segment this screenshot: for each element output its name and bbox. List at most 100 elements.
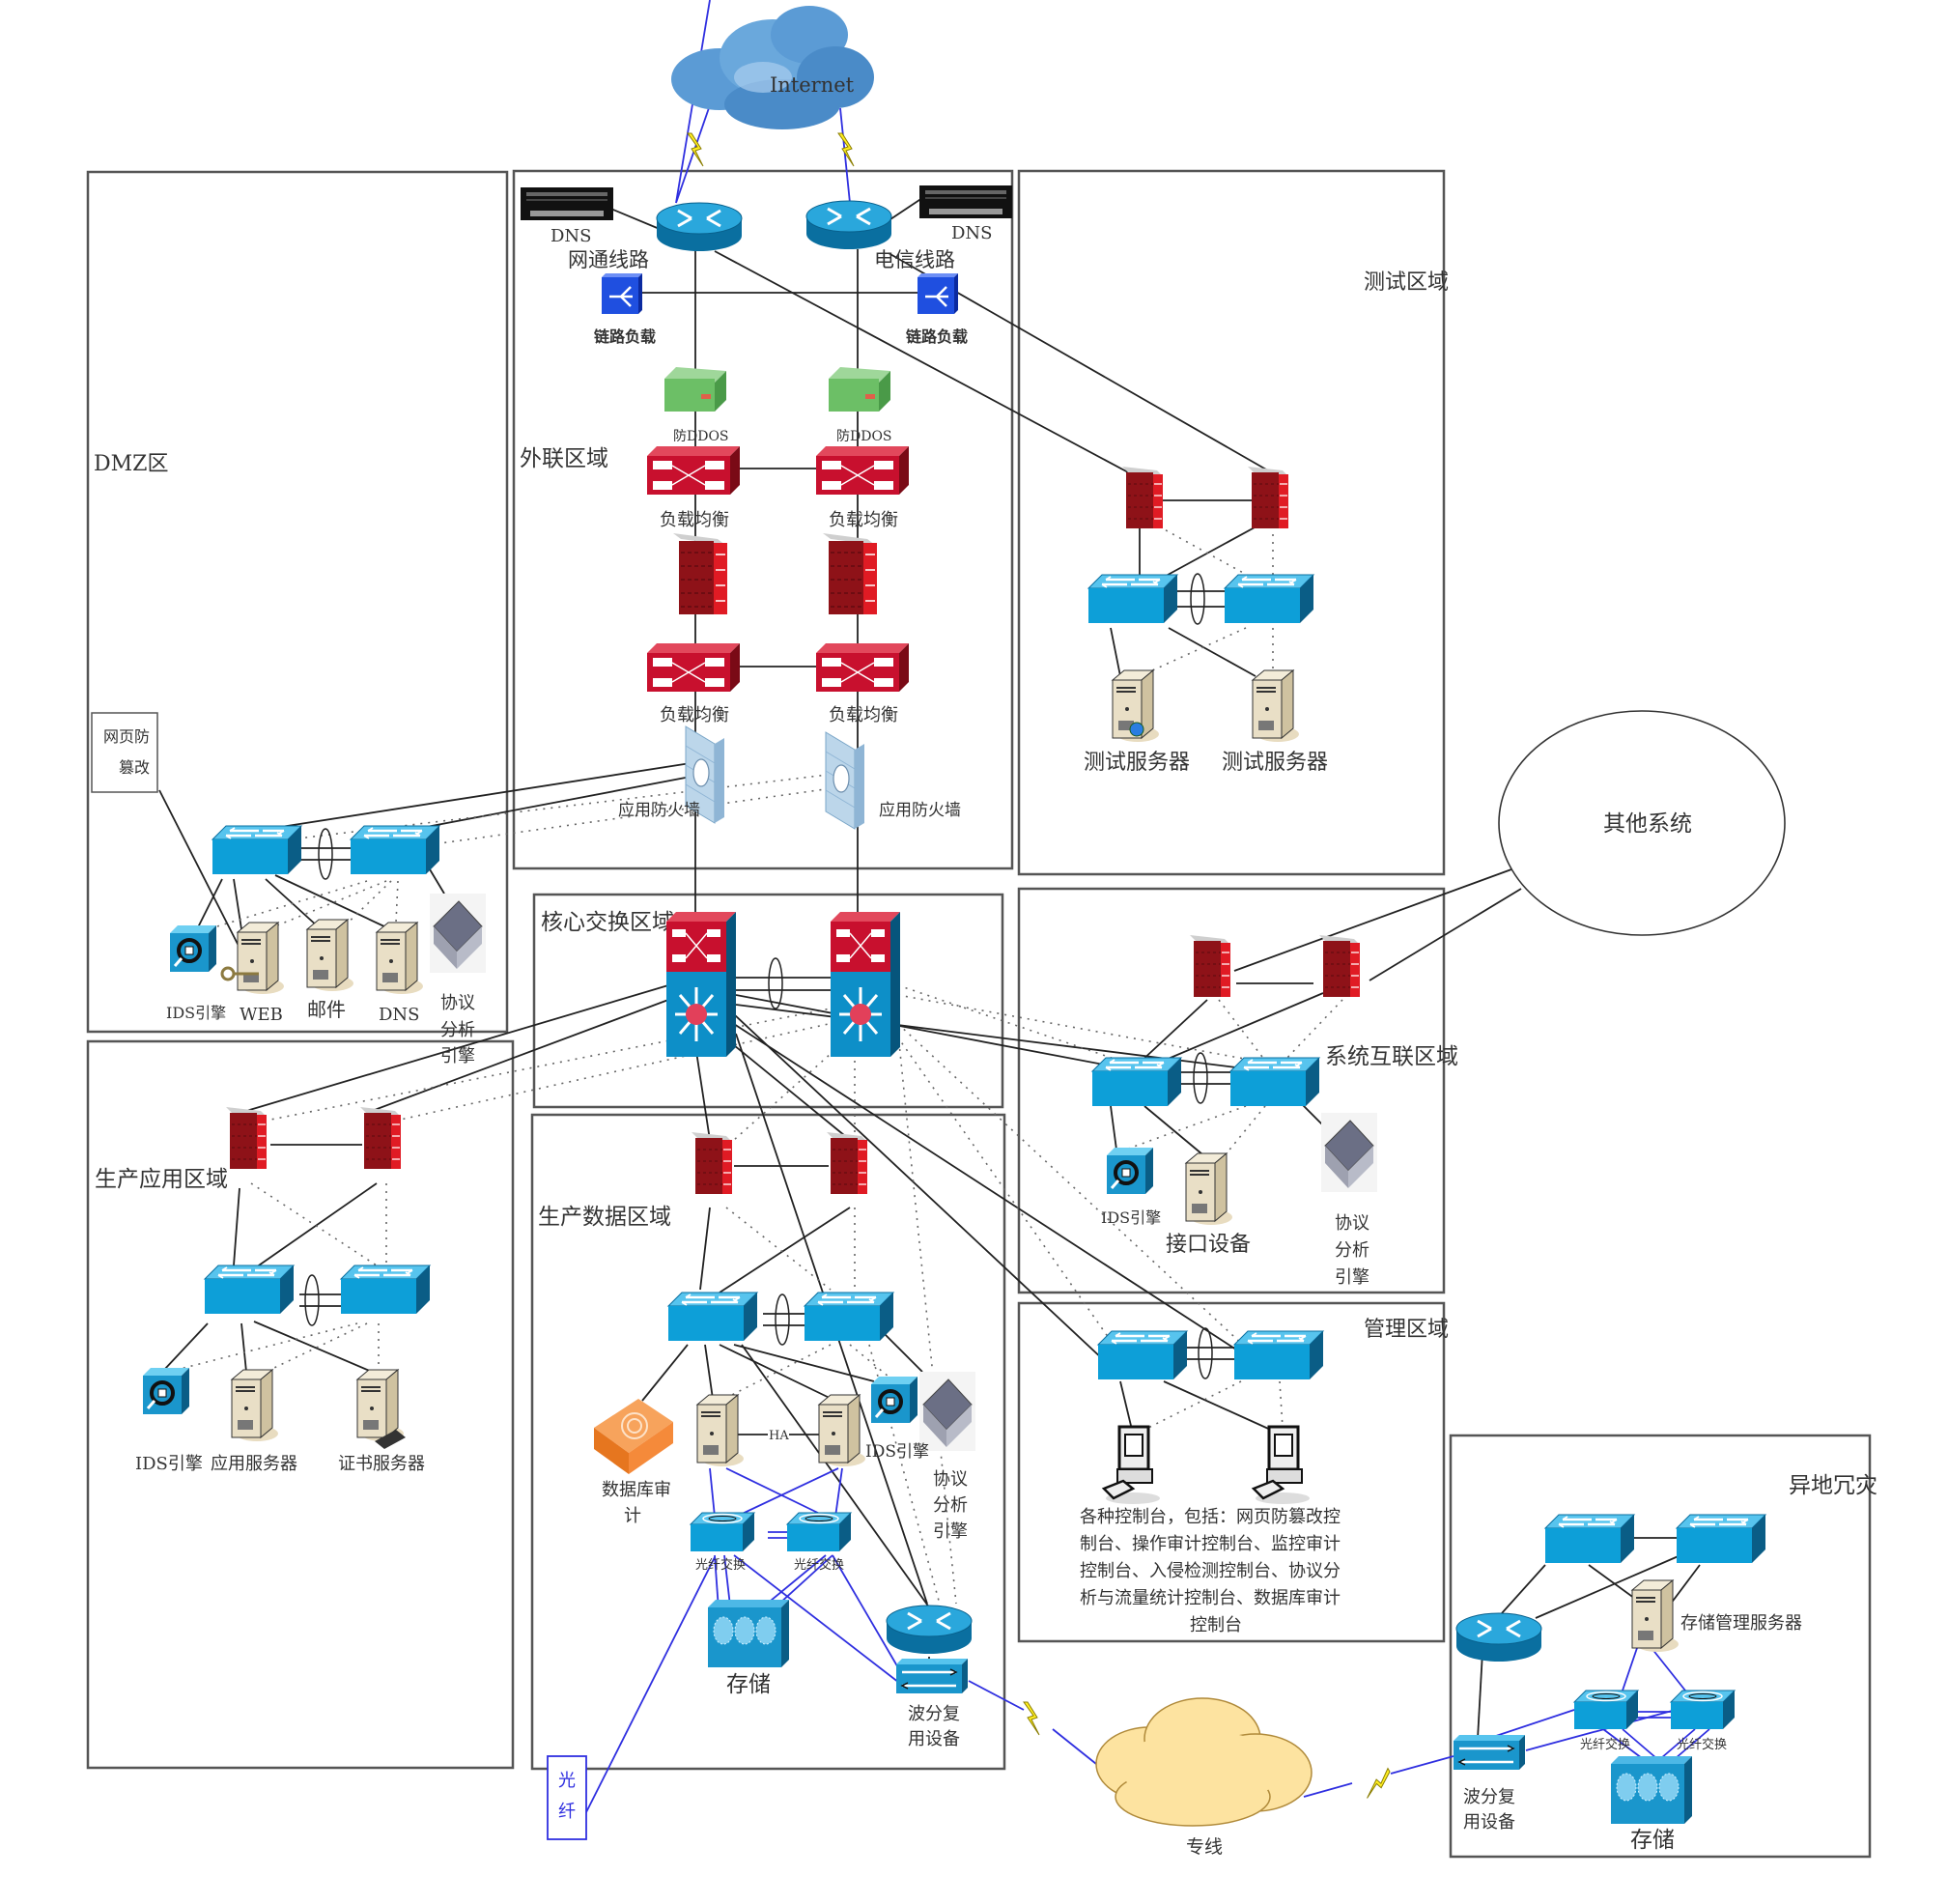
switch-icon[interactable]: [211, 824, 303, 876]
router-icon[interactable]: [805, 199, 893, 251]
switch-icon[interactable]: [1675, 1513, 1767, 1565]
firewall-icon[interactable]: [691, 1131, 733, 1195]
other-systems-label: 其他系统: [1603, 811, 1692, 837]
dns-server-icon[interactable]: [919, 185, 1012, 218]
db-audit-label-1: 数据库审: [602, 1480, 671, 1500]
switch-icon[interactable]: [339, 1264, 432, 1316]
router-icon[interactable]: [655, 201, 744, 253]
link-load-balancer-icon[interactable]: [916, 271, 960, 316]
firewall-icon[interactable]: [826, 1131, 868, 1195]
fc-switch-icon[interactable]: [690, 1512, 755, 1552]
storage-mgmt-server-icon[interactable]: [1631, 1579, 1680, 1653]
wdm-device-icon[interactable]: [894, 1657, 970, 1695]
core-switch-icon[interactable]: [664, 910, 738, 1059]
proddata-wdm-label-1: 波分复: [908, 1704, 960, 1724]
ids-engine-icon[interactable]: [1105, 1146, 1155, 1196]
prodapp-cert-server-label: 证书服务器: [338, 1454, 425, 1474]
dns-server-icon[interactable]: [376, 922, 424, 995]
fiber-link: [834, 1467, 843, 1518]
switch-icon[interactable]: [1096, 1329, 1189, 1381]
db-server-icon[interactable]: [696, 1394, 745, 1467]
firewall-icon[interactable]: [359, 1106, 402, 1170]
core-switch-icon[interactable]: [829, 910, 902, 1059]
link-standby: [197, 880, 368, 933]
ids-engine-icon[interactable]: [869, 1375, 919, 1425]
protocol-analyzer-icon[interactable]: [429, 893, 487, 974]
link: [1110, 627, 1121, 677]
fiber-link: [709, 1467, 716, 1518]
fiber-link: [735, 1467, 839, 1518]
zone-title-external: 外联区域: [520, 446, 608, 471]
link-lb-label-right: 链路负载: [906, 327, 968, 346]
key-icon: [220, 966, 259, 981]
test-server-label-2: 测试服务器: [1222, 751, 1328, 775]
switch-icon[interactable]: [1087, 573, 1179, 625]
load-balancer-icon[interactable]: [815, 642, 910, 693]
wdm-device-icon[interactable]: [1452, 1733, 1527, 1772]
tamper-label-2: 篡改: [119, 758, 150, 777]
switch-icon[interactable]: [666, 1291, 759, 1343]
storage-icon[interactable]: [707, 1599, 790, 1668]
interconnect-iface-label: 接口设备: [1166, 1233, 1251, 1257]
link-tamper: [158, 789, 242, 952]
link: [1143, 1105, 1203, 1155]
router-icon[interactable]: [1454, 1611, 1543, 1663]
firewall-icon[interactable]: [1121, 466, 1164, 529]
tamper-label-1: 网页防: [103, 727, 150, 746]
interface-device-icon[interactable]: [1185, 1152, 1233, 1226]
mail-server-icon[interactable]: [306, 919, 354, 992]
fiber-note-box: [547, 1755, 587, 1840]
proddata-proto-label-2: 分析: [933, 1495, 968, 1516]
anti-ddos-icon[interactable]: [664, 367, 726, 412]
dns-server-icon[interactable]: [521, 187, 613, 220]
firewall-icon[interactable]: [225, 1106, 268, 1170]
ids-engine-icon[interactable]: [168, 924, 218, 974]
switch-icon[interactable]: [1090, 1056, 1183, 1108]
db-server-icon[interactable]: [818, 1394, 866, 1467]
zone-title-interconnect: 系统互联区域: [1325, 1044, 1458, 1069]
switch-icon[interactable]: [1543, 1513, 1636, 1565]
server-icon[interactable]: [1252, 669, 1300, 743]
link-core-prodapp: [245, 984, 669, 1112]
switch-icon[interactable]: [1228, 1056, 1321, 1108]
link: [719, 1207, 851, 1293]
firewall-icon[interactable]: [822, 532, 878, 615]
fc-switch-icon[interactable]: [786, 1512, 852, 1552]
switch-icon[interactable]: [803, 1291, 895, 1343]
switch-icon[interactable]: [203, 1264, 296, 1316]
load-balancer-icon[interactable]: [815, 445, 910, 496]
firewall-icon[interactable]: [1318, 934, 1361, 998]
link: [704, 1344, 714, 1400]
fc-switch-icon[interactable]: [1573, 1690, 1639, 1730]
link: [741, 1344, 933, 1612]
firewall-icon[interactable]: [672, 532, 728, 615]
waf-label-left: 应用防火墙: [618, 801, 700, 820]
proddata-storage-label: 存储: [726, 1672, 771, 1697]
switch-icon[interactable]: [349, 824, 441, 876]
protocol-analyzer-icon[interactable]: [918, 1371, 976, 1452]
ids-engine-icon[interactable]: [141, 1366, 191, 1416]
link-standby: [240, 1004, 851, 1126]
switch-icon[interactable]: [1232, 1329, 1325, 1381]
fiber-link: [1651, 1647, 1686, 1691]
anti-ddos-icon[interactable]: [829, 367, 890, 412]
firewall-icon[interactable]: [1247, 466, 1289, 529]
dmz-proto-label-2: 分析: [440, 1020, 475, 1040]
link-load-balancer-icon[interactable]: [600, 271, 644, 316]
link-standby: [897, 1023, 1247, 1349]
dr-wdm-label-2: 用设备: [1463, 1812, 1515, 1833]
app-server-icon[interactable]: [231, 1369, 279, 1442]
link-core-interconnect: [735, 1004, 1276, 1073]
fc-switch-icon[interactable]: [1670, 1690, 1736, 1730]
load-balancer-icon[interactable]: [646, 642, 741, 693]
firewall-icon[interactable]: [1189, 934, 1231, 998]
load-balancer-icon[interactable]: [646, 445, 741, 496]
fiber-link: [1675, 1728, 1710, 1759]
switch-icon[interactable]: [1223, 573, 1315, 625]
storage-icon[interactable]: [1610, 1755, 1693, 1825]
protocol-analyzer-icon[interactable]: [1320, 1112, 1378, 1193]
router-icon[interactable]: [885, 1604, 974, 1656]
web-server-icon[interactable]: [237, 922, 285, 995]
other-systems-node[interactable]: [1498, 710, 1786, 936]
web-tamper-box[interactable]: [91, 712, 158, 793]
